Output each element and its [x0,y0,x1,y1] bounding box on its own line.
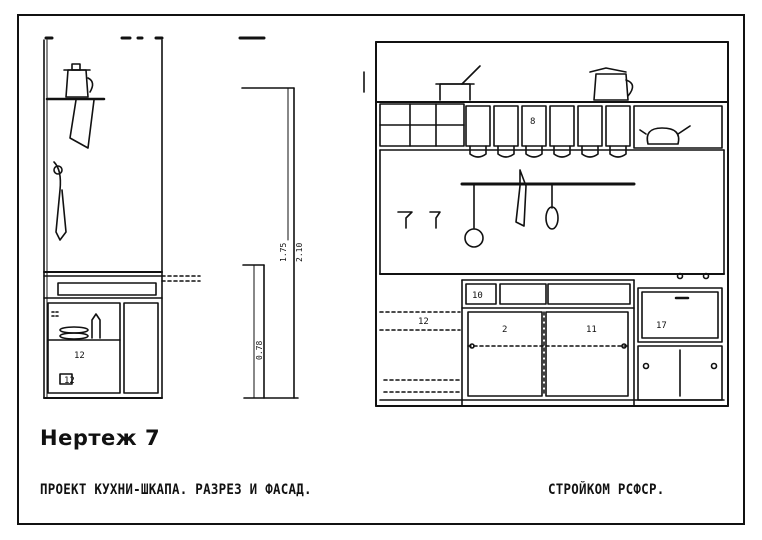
drawing-title: Нертеж 7 [40,426,161,450]
facade-side-mark: 12 [418,317,429,327]
section-cabinet-number: 12 [74,351,85,361]
facade-drawer-10: 10 [472,291,483,301]
facade-shelf-number: 8 [530,117,535,127]
section-drawer-number: 12 [64,376,75,386]
drawing-publisher: СТРОЙКОМ РСФСР. [548,482,665,498]
facade-view [363,41,729,407]
facade-door-left: 2 [502,325,507,335]
facade-right-panel: 17 [656,321,667,331]
dimension-total-height: 2.10 [295,243,304,262]
drawing-frame [17,14,745,525]
dimension-view [238,36,299,399]
dimension-lower-height: 0.78 [255,341,264,360]
facade-door-right: 11 [586,325,597,335]
dimension-upper-height: 1.75 [279,243,288,262]
drawing-caption: ПРОЕКТ КУХНИ-ШКАПА. РАЗРЕЗ И ФАСАД. [40,482,312,498]
section-view [43,36,201,399]
